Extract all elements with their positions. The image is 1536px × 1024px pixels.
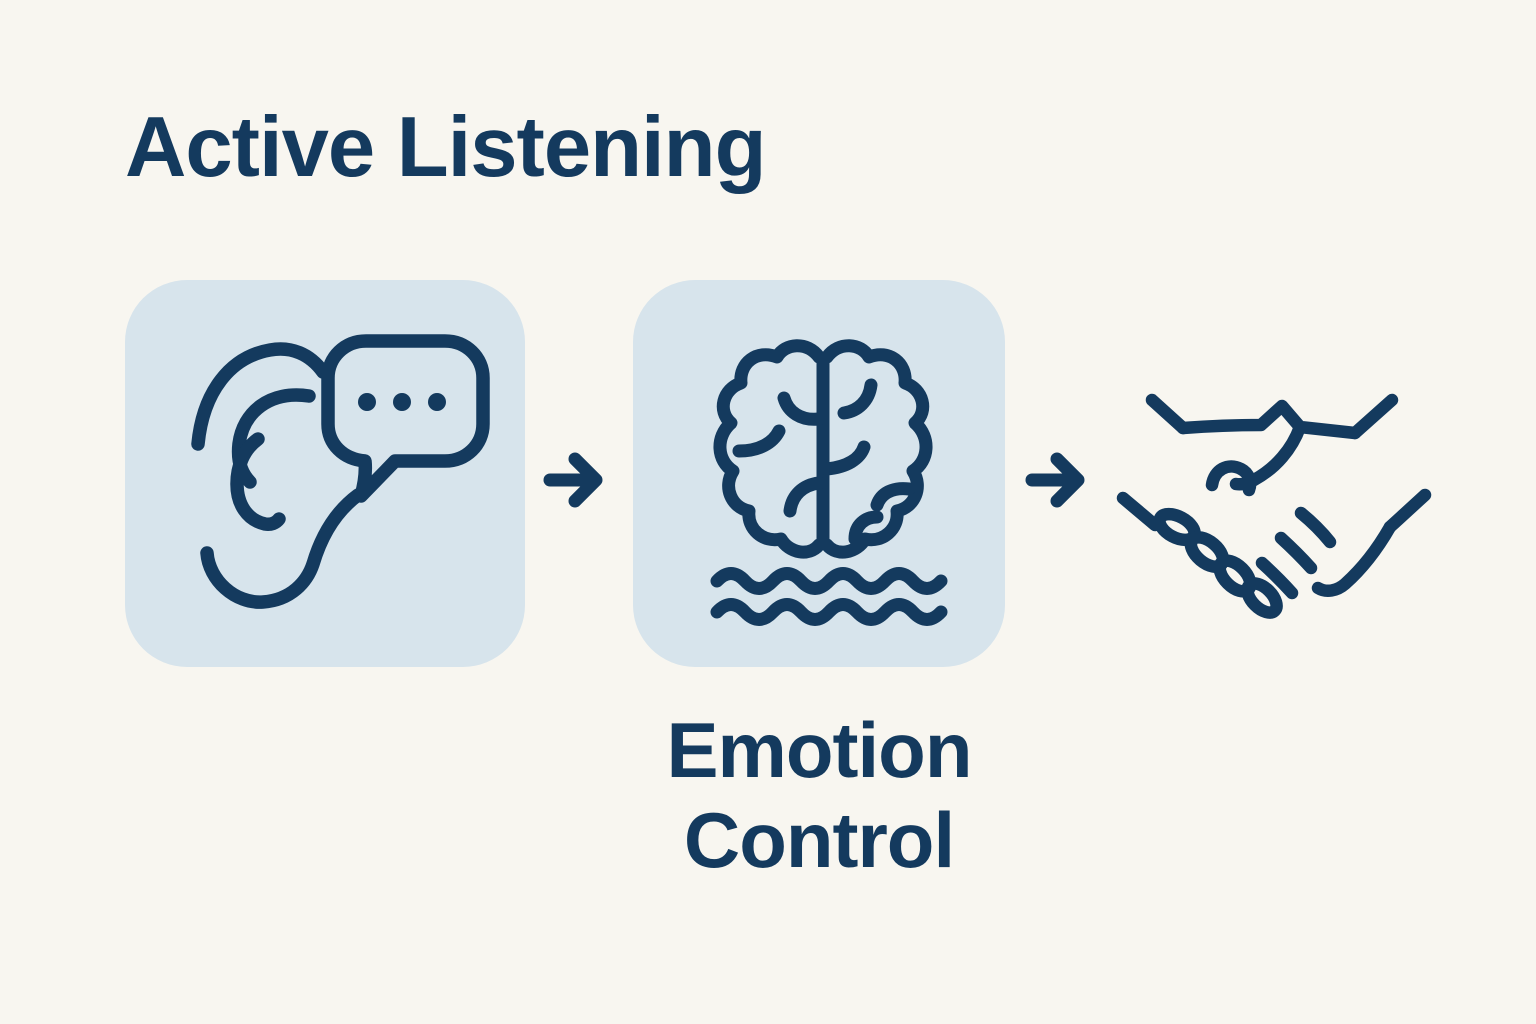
handshake-icon [1116,393,1432,619]
ear-speech-bubble-icon [191,334,490,609]
step-label-line-1: Emotion [666,706,973,794]
page-title: Active Listening [125,100,767,195]
brain-waves-icon [710,339,948,626]
speech-dots [358,393,446,411]
step-tile-active-listening [125,280,525,667]
wave-line-2 [710,598,948,626]
step-label-emotion-control: Emotion Control [633,705,1005,885]
wave-line-1 [710,567,948,595]
step-label-line-2: Control [683,796,955,884]
right-arrow-icon [1025,452,1085,508]
right-arrow-icon [543,452,603,508]
step-tile-emotion-control [633,280,1005,667]
